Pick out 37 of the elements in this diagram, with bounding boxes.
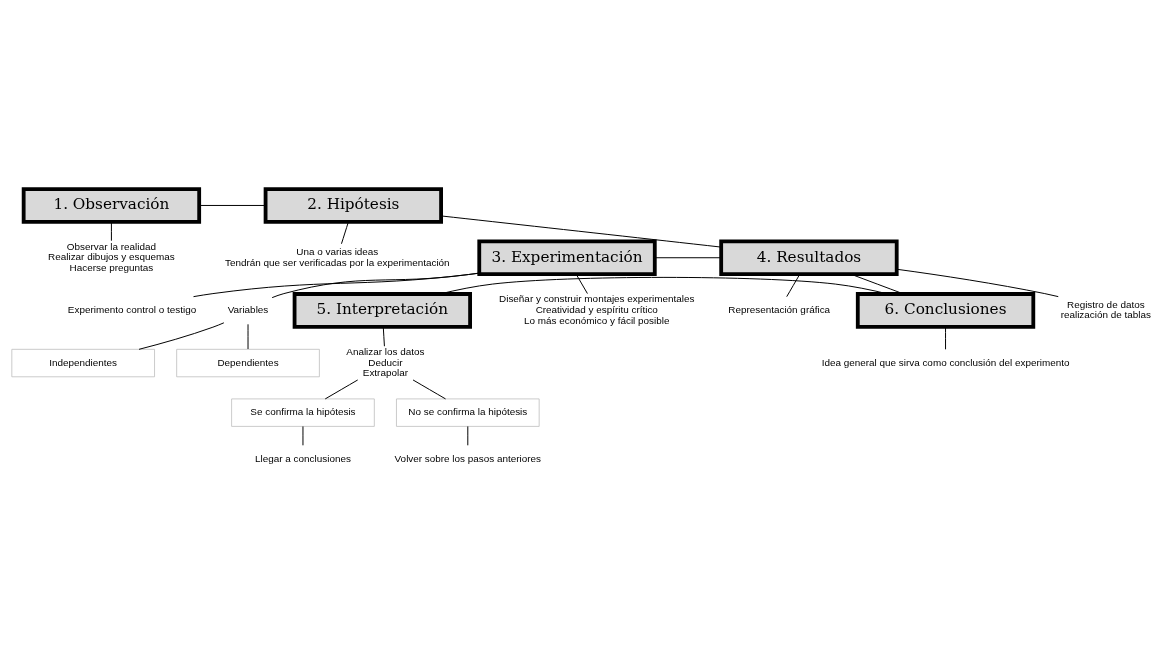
connector [324, 378, 359, 399]
connector [198, 204, 266, 206]
connector [412, 378, 447, 399]
node-text: Observar la realidad Realizar dibujos y esquemas Hacerse preguntas [48, 240, 175, 273]
node-box: Dependientes [176, 348, 320, 377]
node-box: Independientes [11, 348, 155, 377]
connector [271, 272, 480, 298]
connector [110, 221, 112, 241]
node-box: 3. Experimentación [477, 238, 657, 276]
connector [786, 273, 801, 297]
connector [440, 214, 722, 248]
node-text: Representación gráfica [728, 303, 831, 315]
connector [575, 273, 588, 294]
connector [945, 326, 947, 350]
node-box: 4. Resultados [719, 238, 899, 276]
node-text: Volver sobre los pasos anteriores [394, 452, 542, 464]
node-box: 6. Conclusiones [855, 291, 1036, 329]
node-box: No se confirma la hipótesis [396, 398, 540, 427]
connector [193, 272, 480, 297]
node-box: 1. Observación [21, 186, 202, 224]
node-text: Variables [227, 303, 269, 315]
node-text: Una o varias ideas Tendrán que ser verificadas por la experimentación [224, 245, 450, 268]
connector [896, 268, 1059, 297]
connector [467, 425, 469, 446]
node-box: 5. Interpretación [292, 291, 472, 329]
connector [341, 221, 349, 244]
node-box: Se confirma la hipótesis [231, 398, 375, 427]
connector [382, 326, 385, 347]
node-text: Analizar los datos Deducir Extrapolar [346, 345, 425, 378]
node-text: Diseñar y construir montajes experimentales Creatividad y espíritu crítico Lo más económico y fácil posible [499, 292, 695, 326]
connector [138, 321, 225, 350]
node-box: 2. Hipótesis [263, 186, 443, 224]
node-text: Experimento control o testigo [67, 303, 197, 315]
node-text: Idea general que sirva como conclusión del experimento [821, 356, 1070, 368]
node-text: Registro de datos realización de tablas [1060, 298, 1151, 320]
connector [654, 256, 722, 258]
node-text: Llegar a conclusiones [255, 452, 351, 464]
